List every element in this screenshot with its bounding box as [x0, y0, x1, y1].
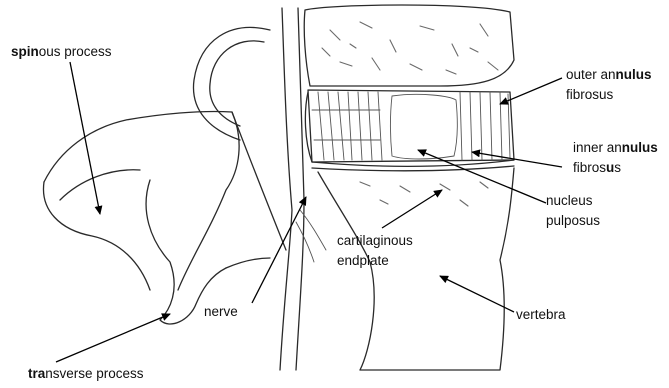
annulus-hatching [312, 92, 510, 160]
label-inner-annulus-fibrosus: inner annulus fibrosus [573, 140, 662, 175]
label-spinous-process: spinous process [11, 44, 112, 59]
arrow-nerve [252, 197, 306, 303]
arrow-cartilaginous-endplate [382, 190, 442, 228]
label-outer-annulus-fibrosus: outer annulus fibrosus [566, 67, 655, 102]
label-pulposus-line2: pulposus [546, 213, 600, 228]
label-inner-fibros-bold: u [606, 160, 614, 175]
label-outer-annulus-bold: nulus [616, 67, 652, 82]
arrow-spinous-process [70, 62, 100, 214]
label-nerve: nerve [204, 304, 238, 319]
label-inner-annulus-bold: nulus [622, 140, 658, 155]
label-spinous-process-bold: spin [11, 44, 39, 59]
label-vertebra: vertebra [516, 307, 566, 322]
label-nucleus-line1: nucleus [546, 193, 593, 208]
label-outer-annulus-plain: outer an [566, 67, 616, 82]
label-inner-fibros-end: s [614, 160, 621, 175]
label-transverse-process-bold: tra [28, 366, 46, 381]
label-transverse-process: transverse process [28, 366, 144, 381]
label-cartilaginous-endplate: cartilaginous endplate [337, 233, 417, 268]
bone-texture-lower [360, 182, 488, 206]
arrow-inner-annulus [472, 152, 562, 167]
label-transverse-process-rest: nsverse process [45, 366, 144, 381]
label-inner-annulus-plain: inner an [573, 140, 622, 155]
label-cartilaginous-line1: cartilaginous [337, 233, 413, 248]
label-outer-fibrosus-line2: fibrosus [566, 87, 614, 102]
label-inner-fibros-plain: fibros [573, 160, 606, 175]
arrow-transverse-process [56, 314, 170, 362]
arrow-outer-annulus [500, 78, 562, 104]
label-endplate-line2: endplate [337, 253, 389, 268]
label-spinous-process-rest: ous process [39, 44, 112, 59]
bone-texture-upper [322, 22, 498, 74]
vertebra-sketch [43, 5, 514, 370]
label-nucleus-pulposus: nucleus pulposus [546, 193, 600, 228]
labels: spinous process transverse process nerve… [11, 44, 662, 381]
